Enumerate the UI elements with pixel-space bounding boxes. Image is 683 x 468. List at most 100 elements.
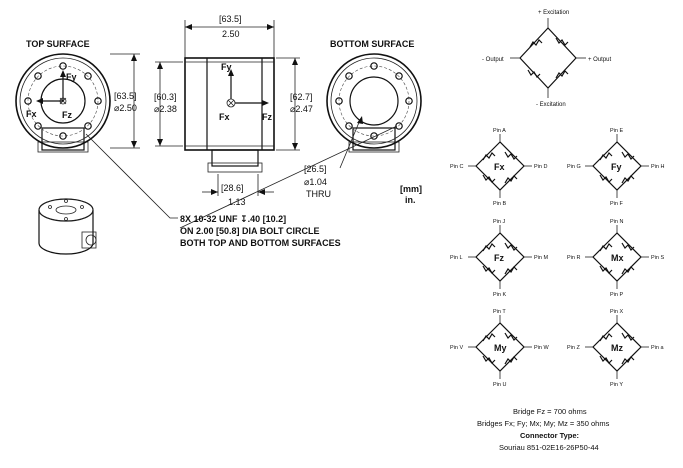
bridge-right-pin: Pin M (534, 255, 548, 261)
side-right-in: ⌀2.47 (290, 104, 313, 114)
top-surface-view: TOP SURFACE Fy Fx Fz (15, 39, 140, 153)
side-height-in: ⌀2.38 (154, 104, 177, 114)
resistor (621, 332, 635, 341)
bottom-surface-title: BOTTOM SURFACE (330, 39, 414, 49)
resistor (482, 333, 496, 342)
bridge-left-pin: Pin G (567, 164, 581, 170)
spec-line1: Bridge Fz = 700 ohms (513, 407, 587, 416)
bridge-bottom-pin: Pin K (493, 292, 506, 298)
bridge-mx: Mx Pin N Pin P Pin R Pin S (567, 219, 664, 298)
bridge-left-pin: Pin Z (567, 345, 580, 351)
bridge-top-pin: Pin N (610, 219, 623, 225)
resistor (504, 356, 518, 365)
side-height-mm: [60.3] (154, 92, 177, 102)
bridge-bottom-pin: Pin P (610, 292, 623, 298)
top-bolt-circle (27, 65, 99, 137)
bridge-bottom-pin: Pin U (493, 382, 506, 388)
resistor (621, 151, 635, 160)
bridge-center-label: Fy (611, 162, 622, 172)
note-line1: 8X 10-32 UNF ↧.40 [10.2] (180, 214, 286, 224)
bridge-top-pin: Pin X (610, 309, 623, 315)
bridge-my: My Pin T Pin U Pin V Pin W (450, 309, 549, 388)
side-connector (211, 149, 259, 167)
bridge-right-pin: Pin S (651, 255, 664, 261)
bridge-left-pin: Pin L (450, 255, 463, 261)
resistor (599, 243, 613, 252)
bridge-right-pin: Pin D (534, 164, 547, 170)
units-in: in. (405, 195, 416, 205)
resistor (482, 265, 496, 274)
resistor (599, 152, 613, 161)
resistor (504, 151, 518, 160)
resistor (504, 266, 518, 275)
bridge-fz: Fz Pin J Pin K Pin L Pin M (450, 219, 548, 298)
resistor (504, 175, 518, 184)
top-fz-label: Fz (62, 110, 72, 120)
bottom-surface-view: BOTTOM SURFACE [26.5] ⌀1.04 THRU [mm] in… (304, 39, 422, 205)
top-dia-in: ⌀2.50 (114, 103, 137, 113)
bottom-connector-stub (352, 127, 396, 151)
bridge-center-label: Mz (611, 343, 623, 353)
bridge-left-pin: Pin V (450, 345, 463, 351)
bridge-bottom-pin: Pin B (493, 201, 506, 207)
note-line3: BOTH TOP AND BOTTOM SURFACES (180, 238, 341, 248)
bridge-right-pin: Pin W (534, 345, 549, 351)
main-bridge-resistors (527, 37, 569, 79)
pin-bridges: Fx Pin A Pin B Pin C Pin D Fy Pin E Pin F Pin G P… (450, 128, 664, 388)
bridge-bottom-pin: Pin Y (610, 382, 623, 388)
top-outer-circle (15, 53, 111, 149)
side-fx-label: Fx (219, 112, 230, 122)
side-width-in: 2.50 (222, 29, 240, 39)
side-view: [63.5] 2.50 Fy Fx Fz [60.3] ⌀2.38 (154, 14, 313, 207)
resistor (482, 355, 496, 364)
bridge-mz: Mz Pin X Pin Y Pin Z Pin a (567, 309, 664, 388)
bridge-left-pin: Pin R (567, 255, 580, 261)
bridge-right-pin: Pin H (651, 164, 664, 170)
bridge-top-pin: Pin E (610, 128, 623, 134)
resistor (482, 243, 496, 252)
resistor (599, 265, 613, 274)
bottom-thru-mm: [26.5] (304, 164, 327, 174)
units-mm: [mm] (400, 184, 422, 194)
bridge-top-pin: Pin T (493, 309, 506, 315)
spec-connector-title: Connector Type: (520, 431, 579, 440)
bridge-center-label: Fx (494, 162, 505, 172)
resistor (482, 152, 496, 161)
side-fz-label: Fz (262, 112, 272, 122)
side-width-mm: [63.5] (219, 14, 242, 24)
main-bridge-top: + Excitation (538, 10, 569, 16)
resistor (621, 266, 635, 275)
top-bolt-holes (24, 62, 102, 140)
spec-connector-value: Souriau 851-02E16-26P50-44 (499, 443, 599, 452)
bridge-right-pin: Pin a (651, 345, 664, 351)
spec-line2: Bridges Fx; Fy; Mx; My; Mz = 350 ohms (477, 419, 610, 428)
bolt-note: 8X 10-32 UNF ↧.40 [10.2] ON 2.00 [50.8] … (85, 125, 398, 248)
resistor (504, 332, 518, 341)
resistor (599, 174, 613, 183)
side-base-in: 1.13 (228, 197, 246, 207)
bridge-fx: Fx Pin A Pin B Pin C Pin D (450, 128, 547, 207)
top-dia-mm: [63.5] (114, 91, 137, 101)
bridge-top-pin: Pin A (493, 128, 506, 134)
bridge-bottom-pin: Pin F (610, 201, 623, 207)
isometric-sketch (38, 198, 97, 255)
resistor (621, 356, 635, 365)
top-fy-label: Fy (66, 72, 77, 82)
bridge-center-label: Mx (611, 253, 624, 263)
side-base-mm: [28.6] (221, 183, 244, 193)
bottom-bolt-holes (335, 62, 413, 140)
resistor (599, 333, 613, 342)
bridge-left-pin: Pin C (450, 164, 463, 170)
main-bridge-bottom: - Excitation (536, 102, 566, 108)
bridge-fy: Fy Pin E Pin F Pin G Pin H (567, 128, 664, 207)
bridge-center-label: Fz (494, 253, 504, 263)
bottom-outer-circle (326, 53, 422, 149)
bridge-top-pin: Pin J (493, 219, 505, 225)
bottom-through-bore (349, 76, 399, 126)
bottom-thru-in: ⌀1.04 (304, 177, 327, 187)
specs-block: Bridge Fz = 700 ohms Bridges Fx; Fy; Mx;… (477, 407, 610, 452)
resistor (621, 175, 635, 184)
bridge-center-label: My (494, 343, 507, 353)
resistor (504, 242, 518, 251)
